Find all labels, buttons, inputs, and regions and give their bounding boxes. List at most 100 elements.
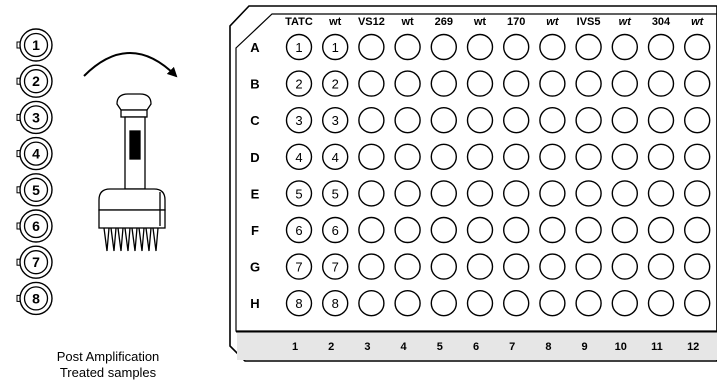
well-E12 <box>685 181 710 206</box>
well-G11 <box>649 254 674 279</box>
well-circle <box>540 144 565 169</box>
well-H12 <box>685 291 710 316</box>
column-header-6: wt <box>473 16 487 28</box>
well-number: 1 <box>332 40 339 55</box>
well-circle <box>395 144 420 169</box>
well-circle <box>649 218 674 243</box>
tube-strip-caption: Post Amplification Treated samples <box>38 349 178 381</box>
column-number-6: 6 <box>473 341 479 353</box>
well-F8 <box>540 218 565 243</box>
column-number-12: 12 <box>687 341 699 353</box>
tube-label: 3 <box>32 109 40 125</box>
well-B4 <box>395 71 420 96</box>
column-number-4: 4 <box>401 341 408 353</box>
well-A12 <box>685 35 710 60</box>
well-circle <box>504 71 529 96</box>
row-label-F: F <box>251 223 259 238</box>
well-B10 <box>612 71 637 96</box>
well-circle <box>612 35 637 60</box>
well-E9 <box>576 181 601 206</box>
well-circle <box>504 144 529 169</box>
well-E11 <box>649 181 674 206</box>
well-number: 6 <box>332 223 339 238</box>
well-number: 7 <box>332 260 339 275</box>
caption-line-1: Post Amplification <box>38 349 178 365</box>
well-circle <box>504 181 529 206</box>
well-G7 <box>504 254 529 279</box>
tube-3: 3 <box>17 101 52 133</box>
well-circle <box>395 181 420 206</box>
well-F1: 6 <box>287 218 312 243</box>
well-C7 <box>504 108 529 133</box>
well-B7 <box>504 71 529 96</box>
well-G9 <box>576 254 601 279</box>
well-D8 <box>540 144 565 169</box>
well-number: 2 <box>295 77 302 92</box>
column-number-9: 9 <box>582 341 588 353</box>
well-D7 <box>504 144 529 169</box>
well-number: 5 <box>332 186 339 201</box>
row-label-G: G <box>250 260 260 275</box>
tube-4: 4 <box>17 138 52 170</box>
well-circle <box>649 144 674 169</box>
well-circle <box>576 71 601 96</box>
well-circle <box>431 181 456 206</box>
well-circle <box>685 71 710 96</box>
well-circle <box>576 144 601 169</box>
well-A1: 1 <box>287 35 312 60</box>
well-G12 <box>685 254 710 279</box>
well-H10 <box>612 291 637 316</box>
column-number-11: 11 <box>651 341 663 353</box>
well-number: 5 <box>295 186 302 201</box>
well-B5 <box>431 71 456 96</box>
well-A11 <box>649 35 674 60</box>
well-number: 3 <box>295 113 302 128</box>
well-B12 <box>685 71 710 96</box>
well-circle <box>395 291 420 316</box>
column-header-8: wt <box>546 16 560 28</box>
well-circle <box>540 35 565 60</box>
tube-7: 7 <box>17 246 52 278</box>
well-E4 <box>395 181 420 206</box>
well-circle <box>359 35 384 60</box>
tube-label: 7 <box>32 254 40 270</box>
well-A8 <box>540 35 565 60</box>
well-B8 <box>540 71 565 96</box>
well-E3 <box>359 181 384 206</box>
well-circle <box>431 108 456 133</box>
well-C4 <box>395 108 420 133</box>
well-circle <box>576 181 601 206</box>
well-circle <box>431 254 456 279</box>
well-circle <box>649 71 674 96</box>
well-circle <box>395 108 420 133</box>
column-number-10: 10 <box>615 341 627 353</box>
well-circle <box>468 291 493 316</box>
row-label-B: B <box>250 77 259 92</box>
well-circle <box>359 108 384 133</box>
well-A6 <box>468 35 493 60</box>
well-circle <box>576 108 601 133</box>
well-circle <box>685 108 710 133</box>
well-number: 8 <box>295 296 302 311</box>
well-D3 <box>359 144 384 169</box>
column-header-7: 170 <box>507 16 525 28</box>
well-circle <box>540 254 565 279</box>
row-label-C: C <box>250 113 260 128</box>
row-label-D: D <box>250 150 259 165</box>
well-E2: 5 <box>323 181 348 206</box>
row-label-A: A <box>250 40 260 55</box>
column-header-2: wt <box>328 16 342 28</box>
well-H7 <box>504 291 529 316</box>
well-E7 <box>504 181 529 206</box>
well-E5 <box>431 181 456 206</box>
well-F4 <box>395 218 420 243</box>
tube-label: 2 <box>32 73 40 89</box>
tube-label: 8 <box>32 290 40 306</box>
well-circle <box>649 181 674 206</box>
row-label-E: E <box>251 186 260 201</box>
well-C11 <box>649 108 674 133</box>
well-circle <box>431 218 456 243</box>
well-circle <box>540 291 565 316</box>
well-G5 <box>431 254 456 279</box>
